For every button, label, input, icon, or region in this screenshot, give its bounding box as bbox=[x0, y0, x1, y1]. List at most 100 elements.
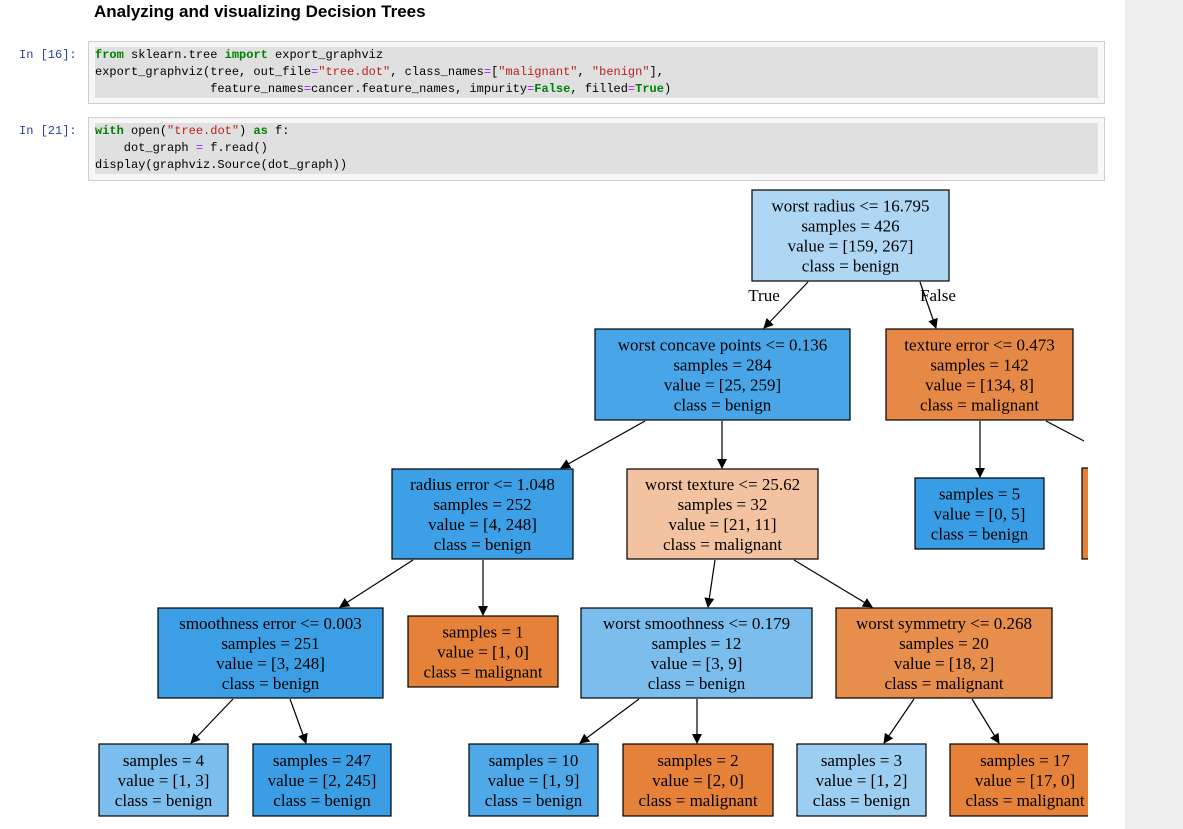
code-token: = bbox=[311, 65, 319, 79]
code-token: dot_graph bbox=[95, 141, 196, 155]
tree-node-text: class = benign bbox=[648, 674, 746, 693]
code-token: = bbox=[303, 82, 312, 96]
code-token: sklearn.tree bbox=[123, 48, 225, 62]
code-editor-21[interactable]: with open("tree.dot") as f: dot_graph = … bbox=[95, 123, 1098, 174]
code-token: cancer.feature_names, impurity bbox=[311, 82, 528, 96]
tree-node-box bbox=[622, 743, 774, 817]
tree-node-text: value = [3, 248] bbox=[216, 654, 325, 673]
code-line: from sklearn.tree import export_graphviz bbox=[95, 47, 1098, 64]
tree-node-text: value = [2, 245] bbox=[268, 771, 377, 790]
tree-edge-n9-n15 bbox=[971, 698, 1000, 744]
tree-node-text: worst radius <= 16.795 bbox=[772, 197, 930, 216]
tree-node-text: samples = 10 bbox=[489, 751, 579, 770]
code-line: dot_graph = f.read() bbox=[95, 140, 1098, 157]
code-cell-21[interactable]: with open("tree.dot") as f: dot_graph = … bbox=[88, 117, 1105, 181]
code-token: import bbox=[224, 48, 268, 62]
code-token: True bbox=[635, 82, 664, 96]
tree-node-text: value = [1, 2] bbox=[816, 771, 908, 790]
code-token: export_graphviz(tree, out_file bbox=[95, 65, 312, 79]
tree-node-text: value = [159, 267] bbox=[788, 237, 914, 256]
code-token: "benign" bbox=[591, 65, 650, 79]
code-token: open( bbox=[123, 124, 168, 138]
tree-node-text: class = benign bbox=[222, 674, 320, 693]
code-token: with bbox=[95, 124, 124, 138]
tree-node-text: samples = 2 bbox=[657, 751, 738, 770]
edge-label-false: False bbox=[920, 286, 956, 305]
cell-prompt-21: In [21]: bbox=[19, 124, 77, 138]
tree-node-box bbox=[835, 607, 1053, 699]
code-token: , class_names bbox=[390, 65, 484, 79]
tree-node-box bbox=[252, 743, 392, 817]
tree-node-text: samples = 20 bbox=[899, 634, 989, 653]
tree-edge-n9-n14 bbox=[883, 698, 915, 744]
tree-node-text: worst symmetry <= 0.268 bbox=[856, 614, 1032, 633]
right-scroll-area[interactable] bbox=[1125, 0, 1183, 829]
tree-edge-n8-n12 bbox=[579, 698, 640, 744]
cell-prompt-16: In [16]: bbox=[19, 48, 77, 62]
tree-node-text: texture error <= 0.473 bbox=[904, 336, 1054, 355]
tree-node-text: class = benign bbox=[485, 791, 583, 810]
edge-label-true: True bbox=[748, 286, 780, 305]
tree-node-text: value = [3, 9] bbox=[651, 654, 743, 673]
code-cell-16[interactable]: from sklearn.tree import export_graphviz… bbox=[88, 41, 1105, 104]
code-token: = bbox=[195, 141, 204, 155]
tree-node-box bbox=[796, 743, 927, 817]
code-token: from bbox=[95, 48, 124, 62]
code-token: "malignant" bbox=[498, 65, 578, 79]
code-line: feature_names=cancer.feature_names, impu… bbox=[95, 81, 1098, 98]
tree-node-text: class = benign bbox=[802, 257, 900, 276]
tree-node-text: class = benign bbox=[813, 791, 911, 810]
section-heading: Analyzing and visualizing Decision Trees bbox=[94, 2, 426, 21]
code-token: f: bbox=[267, 124, 290, 138]
tree-node-text: samples = 284 bbox=[673, 356, 772, 375]
code-token: ) bbox=[239, 124, 254, 138]
code-editor-16[interactable]: from sklearn.tree import export_graphviz… bbox=[95, 47, 1098, 98]
tree-edge-n1-n3 bbox=[560, 420, 646, 469]
tree-node-text: samples = 32 bbox=[678, 495, 768, 514]
tree-edge-n4-n8 bbox=[704, 559, 716, 608]
tree-node-text: samples = 251 bbox=[221, 634, 319, 653]
tree-node-text: value = [1, 9] bbox=[488, 771, 580, 790]
tree-node-text: samples = 247 bbox=[273, 751, 372, 770]
code-token: False bbox=[534, 82, 571, 96]
tree-node-box bbox=[98, 743, 229, 817]
tree-node-box bbox=[885, 328, 1074, 421]
tree-node-text: value = [1, 3] bbox=[118, 771, 210, 790]
tree-node-text: samples = 426 bbox=[801, 217, 899, 236]
code-token: "tree.dot" bbox=[318, 65, 391, 79]
tree-node-text: samples = 1 bbox=[442, 623, 523, 642]
code-line: display(graphviz.Source(dot_graph)) bbox=[95, 157, 1098, 174]
tree-node-text: value = [18, 2] bbox=[894, 654, 994, 673]
code-token: display(graphviz.Source(dot_graph)) bbox=[95, 158, 348, 172]
tree-node-text: value = [0, 5] bbox=[934, 505, 1026, 524]
tree-edge-n0-n1 bbox=[763, 281, 809, 329]
tree-node-text: samples = 142 bbox=[930, 356, 1028, 375]
tree-node-box bbox=[391, 468, 574, 560]
code-token: as bbox=[253, 124, 268, 138]
code-token: = bbox=[483, 65, 492, 79]
tree-node-box bbox=[626, 468, 819, 560]
tree-node-box bbox=[580, 607, 813, 699]
tree-node-text: class = malignant bbox=[423, 663, 542, 682]
code-token: ) bbox=[663, 82, 672, 96]
code-token: feature_names bbox=[95, 82, 304, 96]
tree-edge-n0-n2 bbox=[919, 281, 938, 329]
tree-node-text: worst smoothness <= 0.179 bbox=[603, 614, 790, 633]
tree-node-text: radius error <= 1.048 bbox=[410, 475, 555, 494]
tree-node-box bbox=[468, 743, 599, 817]
code-line: export_graphviz(tree, out_file="tree.dot… bbox=[95, 64, 1098, 81]
tree-edge-n6-n10 bbox=[190, 698, 234, 744]
code-line: with open("tree.dot") as f: bbox=[95, 123, 1098, 140]
code-token: = bbox=[627, 82, 636, 96]
code-token: = bbox=[527, 82, 535, 96]
